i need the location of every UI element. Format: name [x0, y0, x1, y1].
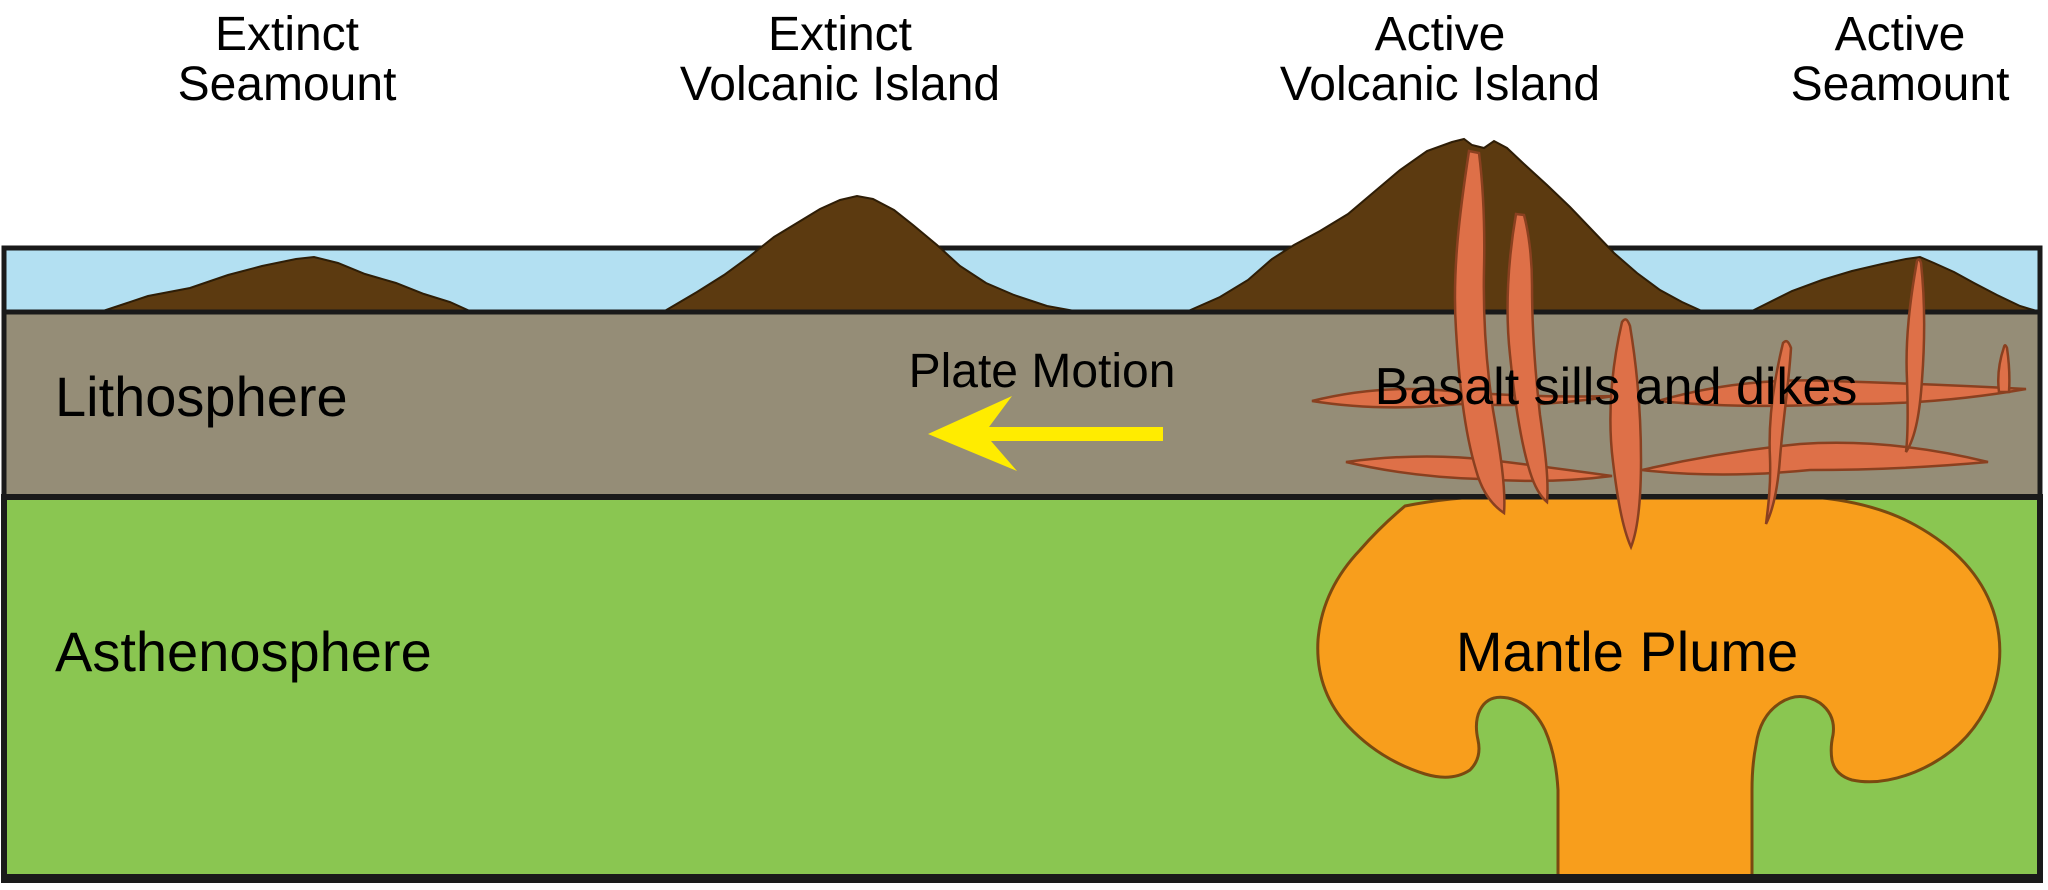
dike-far-right-small [1996, 344, 2011, 394]
basalt-sill-lower-right [1641, 441, 1989, 476]
extinct-seamount-label-line1: Extinct [215, 8, 359, 61]
asthenosphere-label: Asthenosphere [55, 620, 432, 683]
lithosphere-label: Lithosphere [55, 365, 348, 428]
mantle-plume-shape [1316, 494, 2002, 880]
basalt-sills-and-dikes-label: Basalt sills and dikes [1375, 358, 1858, 416]
active-volcanic-island-label-line2: Volcanic Island [1280, 58, 1600, 111]
dike-lithosphere-right [1764, 339, 1793, 525]
dike-active-seamount [1904, 258, 1926, 453]
extinct-volcanic-island-label-line2: Volcanic Island [680, 58, 1000, 111]
dike-volcano-main [1453, 149, 1506, 516]
sky-layer [0, 0, 2048, 248]
extinct-volcanic-island-shape [659, 194, 1081, 313]
dike-volcano-flank [1506, 212, 1549, 505]
dike-lithosphere-middle [1609, 318, 1643, 551]
active-volcanic-island-shape [1185, 137, 1705, 313]
mantle-plume-label: Mantle Plume [1456, 620, 1798, 683]
plate-motion-arrow [928, 396, 1163, 471]
active-seamount-label-line1: Active [1835, 8, 1966, 61]
plate-motion-label: Plate Motion [909, 345, 1176, 398]
active-seamount-shape [1749, 255, 2041, 313]
extinct-seamount-shape [99, 255, 473, 313]
extinct-volcanic-island-label-line1: Extinct [768, 8, 912, 61]
extinct-seamount-label-line2: Seamount [178, 58, 397, 111]
active-seamount-label-line2: Seamount [1791, 58, 2010, 111]
active-volcanic-island-label-line1: Active [1375, 8, 1506, 61]
